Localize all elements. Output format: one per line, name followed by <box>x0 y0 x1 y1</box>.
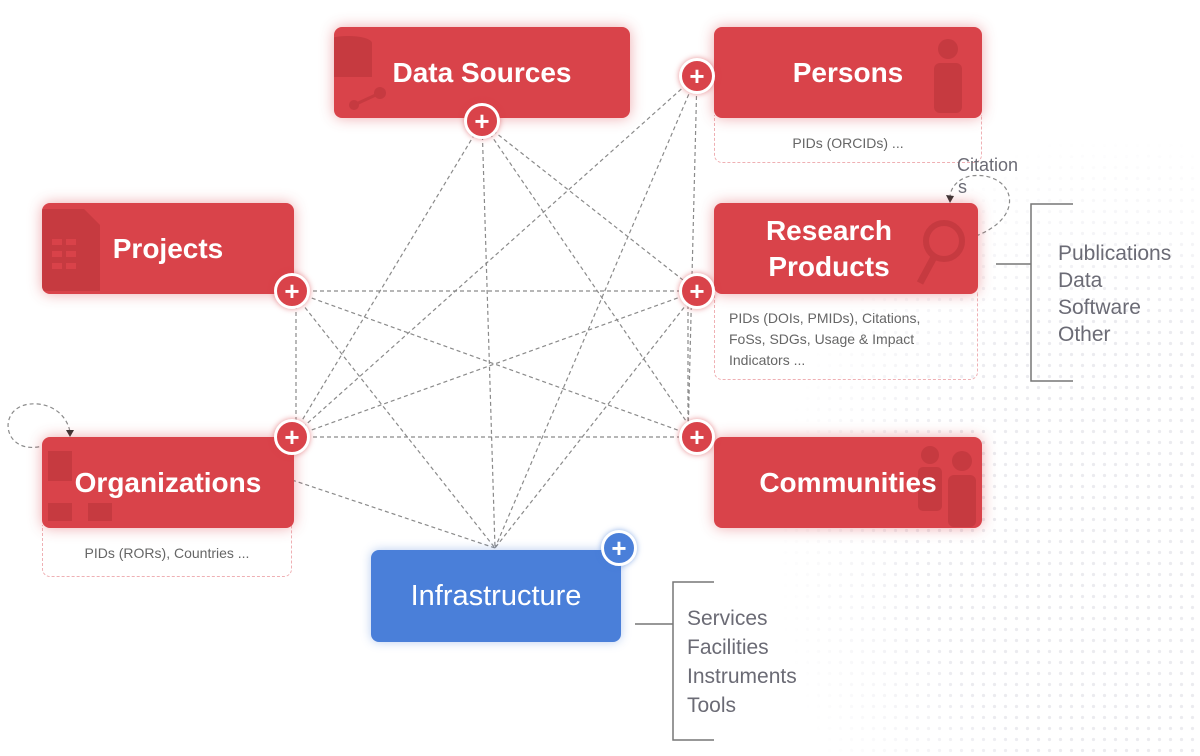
data-sources-label: Data Sources <box>392 56 572 88</box>
type-data: Data <box>1058 269 1103 292</box>
research-note-line-1: PIDs (DOIs, PMIDs), Citations, <box>729 310 921 326</box>
persons-box[interactable]: Persons <box>714 27 982 118</box>
person-icon <box>934 39 962 113</box>
link-research-infrastructure <box>494 290 698 549</box>
type-facilities: Facilities <box>687 636 769 659</box>
projects-label: Projects <box>112 232 224 264</box>
research-products-box[interactable]: Research Products <box>714 203 978 294</box>
link-persons-infrastructure <box>494 74 698 549</box>
link-datasources-communities <box>481 121 698 438</box>
research-product-types-list: Publications Data Software Other <box>1058 240 1171 348</box>
communities-plus-button[interactable]: + <box>679 419 715 455</box>
link-datasources-organizations <box>291 121 483 438</box>
research-label-line-2: Products <box>768 250 890 282</box>
persons-plus-button[interactable]: + <box>679 58 715 94</box>
database-icon <box>334 36 386 110</box>
group-icon <box>918 446 976 527</box>
research-products-note: PIDs (DOIs, PMIDs), Citations, FoSs, SDG… <box>714 292 978 380</box>
data-sources-box[interactable]: Data Sources <box>334 27 630 118</box>
type-instruments: Instruments <box>687 665 797 688</box>
infrastructure-types-bracket <box>672 581 714 741</box>
type-other: Other <box>1058 323 1111 346</box>
organizations-box[interactable]: Organizations <box>42 437 294 528</box>
communities-box[interactable]: Communities <box>714 437 982 528</box>
citations-label: Citation s <box>957 154 1018 198</box>
link-datasources-infrastructure <box>481 121 496 549</box>
link-organizations-infrastructure <box>291 479 496 549</box>
organizations-label: Organizations <box>74 466 262 498</box>
citations-loop-arrow <box>946 195 954 203</box>
document-icon <box>42 209 100 291</box>
projects-box[interactable]: Projects <box>42 203 294 294</box>
data-sources-plus-button[interactable]: + <box>464 103 500 139</box>
research-note-line-2: FoSs, SDGs, Usage & Impact <box>729 331 915 347</box>
type-publications: Publications <box>1058 242 1172 265</box>
projects-plus-button[interactable]: + <box>274 273 310 309</box>
organizations-loop-arrow <box>66 430 74 437</box>
magnifier-icon <box>916 220 965 285</box>
building-icon <box>48 451 112 521</box>
research-products-plus-button[interactable]: + <box>679 273 715 309</box>
citations-label-line-2: s <box>958 177 967 197</box>
link-persons-communities <box>687 74 698 438</box>
persons-note: PIDs (ORCIDs) ... <box>714 115 982 163</box>
type-tools: Tools <box>687 694 737 717</box>
research-citations-loop <box>949 174 1011 237</box>
research-types-bracket <box>1030 203 1073 382</box>
organizations-self-loop <box>7 403 71 448</box>
infrastructure-plus-button[interactable]: + <box>601 530 637 566</box>
organizations-note-text: PIDs (RORs), Countries ... <box>84 545 250 561</box>
research-label-line-1: Research <box>765 214 893 246</box>
link-organizations-research <box>291 290 698 438</box>
type-software: Software <box>1058 296 1141 319</box>
infrastructure-types-list: Services Facilities Instruments Tools <box>687 604 797 720</box>
type-services: Services <box>687 607 768 630</box>
link-projects-infrastructure <box>291 290 496 549</box>
organizations-note: PIDs (RORs), Countries ... <box>42 525 292 577</box>
citations-label-line-1: Citation <box>957 155 1019 175</box>
organizations-plus-button[interactable]: + <box>274 419 310 455</box>
infrastructure-label: Infrastructure <box>410 579 582 612</box>
research-note-line-3: Indicators ... <box>729 352 806 368</box>
persons-label: Persons <box>792 56 904 88</box>
link-projects-communities <box>291 290 698 438</box>
infrastructure-box[interactable]: Infrastructure <box>371 550 621 642</box>
link-datasources-research <box>481 121 698 292</box>
persons-note-text: PIDs (ORCIDs) ... <box>792 135 904 151</box>
communities-label: Communities <box>759 466 937 498</box>
